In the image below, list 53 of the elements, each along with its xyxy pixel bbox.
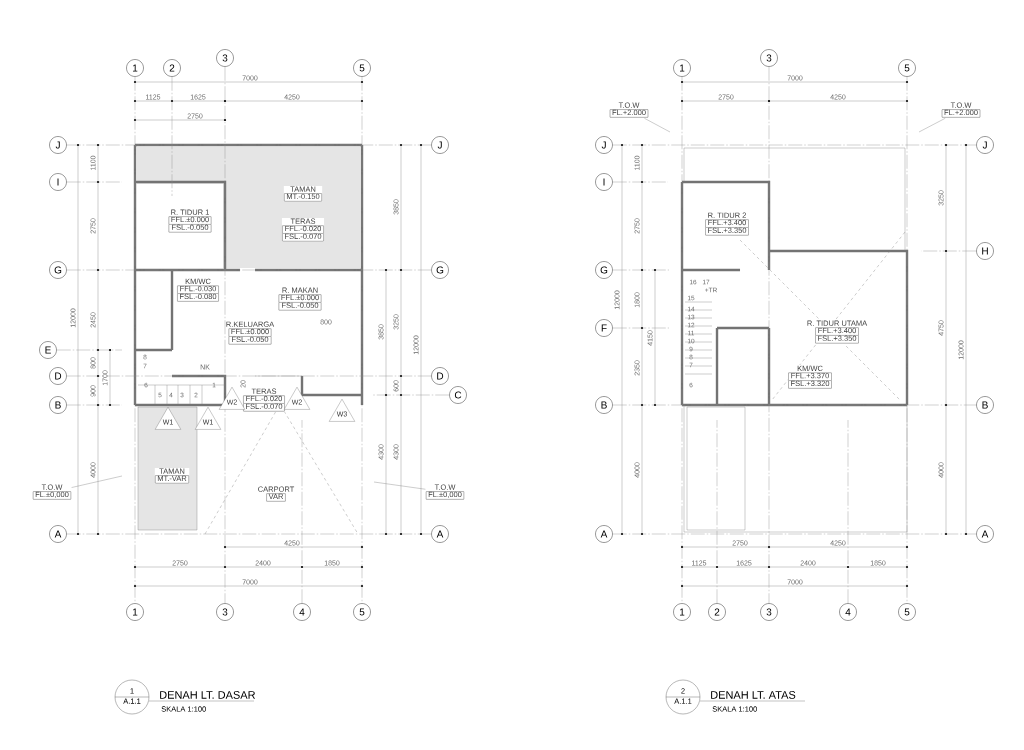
- grid-bubble: 5: [898, 603, 916, 621]
- grid-bubble: G: [49, 261, 67, 279]
- grid-bubble: D: [431, 367, 449, 385]
- grid-bubble: G: [431, 261, 449, 279]
- grid-line: [612, 404, 977, 406]
- leader-line: [373, 481, 426, 490]
- grid-bubble: 5: [353, 603, 371, 621]
- grid-bubble: 1: [126, 59, 144, 77]
- grid-bubble: A: [431, 525, 449, 543]
- grid-bubble: B: [49, 396, 67, 414]
- grid-bubble: J: [49, 136, 67, 154]
- grid-bubble: 4: [293, 603, 311, 621]
- grid-line: [681, 76, 683, 604]
- grid-bubble: 3: [760, 603, 778, 621]
- grid-line: [66, 269, 432, 271]
- grid-bubble: J: [595, 136, 613, 154]
- grid-line: [361, 76, 363, 604]
- grid-bubble: A: [595, 525, 613, 543]
- grid-bubble: 3: [216, 49, 234, 67]
- grid-bubble: B: [595, 396, 613, 414]
- grid-bubble: F: [595, 319, 613, 337]
- grid-bubble: 5: [353, 59, 371, 77]
- grid-line: [906, 76, 908, 604]
- grid-bubble: C: [449, 386, 467, 404]
- grid-bubble: I: [49, 173, 67, 191]
- grid-bubble: 5: [898, 59, 916, 77]
- grid-bubble: 4: [839, 603, 857, 621]
- leader-line: [918, 118, 946, 133]
- drawing-title: DENAH LT. DASAR: [160, 691, 256, 699]
- grid-line: [66, 375, 432, 377]
- grid-bubble: E: [39, 341, 57, 359]
- grid-bubble: 1: [126, 603, 144, 621]
- drawing-title: DENAH LT. ATAS: [711, 691, 796, 699]
- grid-bubble: J: [431, 136, 449, 154]
- grid-bubble: B: [976, 396, 994, 414]
- grid-bubble: G: [595, 261, 613, 279]
- grid-bubble: 1: [673, 59, 691, 77]
- grid-bubble: J: [976, 136, 994, 154]
- grid-bubble: D: [49, 367, 67, 385]
- grid-line: [66, 144, 432, 146]
- grid-bubble: 3: [760, 49, 778, 67]
- grid-line: [768, 66, 770, 604]
- grid-bubble: H: [976, 242, 994, 260]
- grid-bubble: I: [595, 173, 613, 191]
- grid-bubble: 3: [216, 603, 234, 621]
- grid-bubble: 2: [708, 603, 726, 621]
- leader-line: [71, 475, 123, 488]
- grid-bubble: 2: [163, 59, 181, 77]
- grid-bubble: A: [976, 525, 994, 543]
- grid-line: [134, 76, 136, 604]
- grid-bubble: 1: [673, 603, 691, 621]
- grid-bubble: A: [49, 525, 67, 543]
- leader-line: [644, 118, 671, 133]
